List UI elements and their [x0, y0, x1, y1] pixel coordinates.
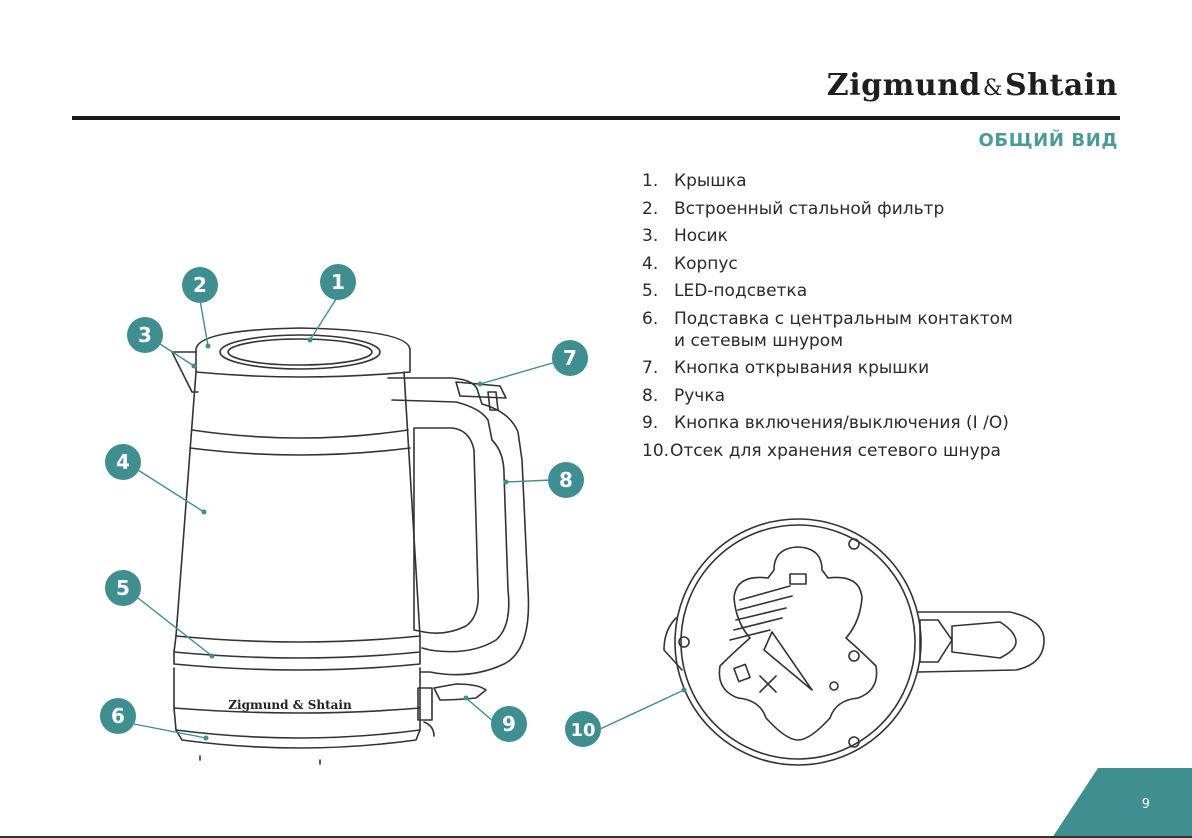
list-item: 8.Ручка: [642, 385, 726, 406]
list-item: 5.LED-подсветка: [642, 281, 808, 301]
section-title: ОБЩИЙ ВИД: [978, 130, 1118, 151]
list-item: 7.Кнопка открывания крышки: [642, 358, 930, 378]
callout-badge-7: 7: [552, 340, 588, 376]
svg-text:8: 8: [559, 468, 573, 492]
svg-text:5: 5: [116, 576, 130, 600]
brand-logo: Zigmund&Shtain: [827, 68, 1118, 103]
callout-badge-8: 8: [548, 462, 584, 498]
header-rule: [72, 116, 1120, 120]
svg-text:4: 4: [116, 450, 130, 474]
brand-name-right: Shtain: [1005, 68, 1118, 103]
list-item: 2.Встроенный стальной фильтр: [642, 198, 945, 219]
brand-ampersand: &: [982, 76, 1004, 101]
svg-text:1: 1: [331, 270, 345, 294]
list-item: 10.Отсек для хранения сетевого шнура: [642, 440, 1001, 461]
svg-text:6: 6: [111, 704, 125, 728]
svg-text:9: 9: [502, 712, 516, 736]
kettle-logo-text: Zigmund & Shtain: [228, 698, 352, 712]
list-item: 1.Крышка: [642, 171, 747, 191]
page-number: 9: [1141, 797, 1150, 812]
list-item: 9.Кнопка включения/выключения (I /O): [642, 413, 1009, 433]
svg-text:2: 2: [193, 273, 207, 297]
callout-badge-10: 10: [565, 711, 601, 747]
svg-text:3: 3: [138, 323, 152, 347]
callout-badge-5: 5: [105, 570, 141, 606]
callout-badge-4: 4: [105, 444, 141, 480]
callout-badge-2: 2: [182, 267, 218, 303]
kettle-base-view: [663, 518, 1045, 766]
callout-badge-6: 6: [100, 698, 136, 734]
kettle-side-view: [171, 327, 530, 765]
svg-text:10: 10: [570, 720, 595, 741]
parts-list: 1.Крышка 2.Встроенный стальной фильтр 3.…: [642, 170, 1014, 467]
callout-badge-3: 3: [127, 317, 163, 353]
page-corner: [1052, 768, 1192, 838]
svg-text:7: 7: [563, 346, 577, 370]
list-item: 6.Подставка с центральным контактом и се…: [642, 308, 1013, 351]
list-item: 4.Корпус: [642, 253, 738, 274]
callout-badge-1: 1: [320, 264, 356, 300]
bottom-rule: [0, 836, 1192, 838]
callout-badge-9: 9: [491, 706, 527, 742]
list-item: 3.Носик: [642, 226, 728, 246]
brand-name-left: Zigmund: [826, 68, 981, 103]
